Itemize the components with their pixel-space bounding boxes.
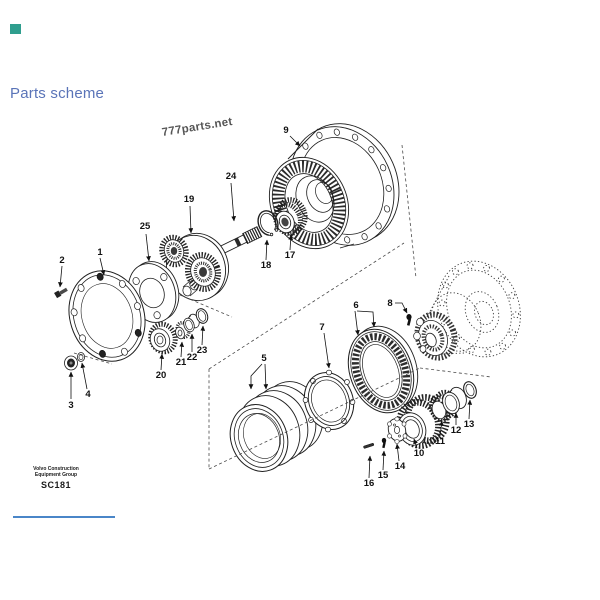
corner-tab <box>10 24 21 34</box>
part-19-planet-carrier <box>159 232 229 302</box>
callout-8: 8 <box>387 298 392 309</box>
part-14-lock-plate <box>387 416 408 444</box>
callout-5: 5 <box>261 353 267 364</box>
callout-7: 7 <box>319 322 324 333</box>
part-6-bearing <box>347 325 419 414</box>
callout-16: 16 <box>364 478 375 489</box>
part-17-coupling <box>273 197 308 237</box>
part-4-washer <box>77 352 86 362</box>
brand-block: Volvo Construction Equipment Group SC181 <box>20 466 92 490</box>
part-13-seal-ring <box>463 381 477 399</box>
footer-rule <box>13 516 115 518</box>
callout-21: 21 <box>176 357 187 368</box>
callout-18: 18 <box>261 260 272 271</box>
callout-6: 6 <box>353 300 358 311</box>
callout-4: 4 <box>85 389 91 400</box>
callout-1: 1 <box>97 247 103 258</box>
part-7-retainer-ring <box>302 369 356 433</box>
callout-3: 3 <box>68 400 73 411</box>
callout-20: 20 <box>156 370 167 381</box>
model-code: SC181 <box>40 480 72 490</box>
part-9-hub-housing <box>268 123 400 250</box>
callout-15: 15 <box>378 470 389 481</box>
callout-13: 13 <box>464 419 475 430</box>
part-1-cover-plate <box>68 270 146 362</box>
callout-19: 19 <box>184 194 195 205</box>
part-3-plug <box>64 355 78 371</box>
part-18-snap-ring <box>257 210 280 239</box>
callout-10: 10 <box>414 448 425 459</box>
callout-24: 24 <box>226 171 237 182</box>
callout-25: 25 <box>140 221 151 232</box>
callout-23: 23 <box>197 345 208 356</box>
callout-leaders <box>58 135 473 479</box>
brand-line1: Volvo Construction <box>33 466 79 472</box>
hydraulic-motor-phantom <box>413 260 521 361</box>
callout-11: 11 <box>435 436 446 447</box>
part-23-ring <box>195 308 209 324</box>
callout-17: 17 <box>285 250 296 261</box>
callout-14: 14 <box>395 461 406 472</box>
page-title: Parts scheme <box>10 85 105 102</box>
part-2-bolt <box>54 287 68 299</box>
callout-12: 12 <box>451 425 462 436</box>
part-8-bolt <box>406 314 412 326</box>
part-15-bolt <box>381 437 387 449</box>
brand-line2: Equipment Group <box>34 471 78 478</box>
callout-9: 9 <box>283 125 288 136</box>
assembly-axis-dashed-lines <box>73 144 492 470</box>
part-20-sun-gear <box>148 321 178 355</box>
callout-2: 2 <box>59 255 64 266</box>
callout-22: 22 <box>187 352 198 363</box>
part-16-pin <box>363 443 375 449</box>
